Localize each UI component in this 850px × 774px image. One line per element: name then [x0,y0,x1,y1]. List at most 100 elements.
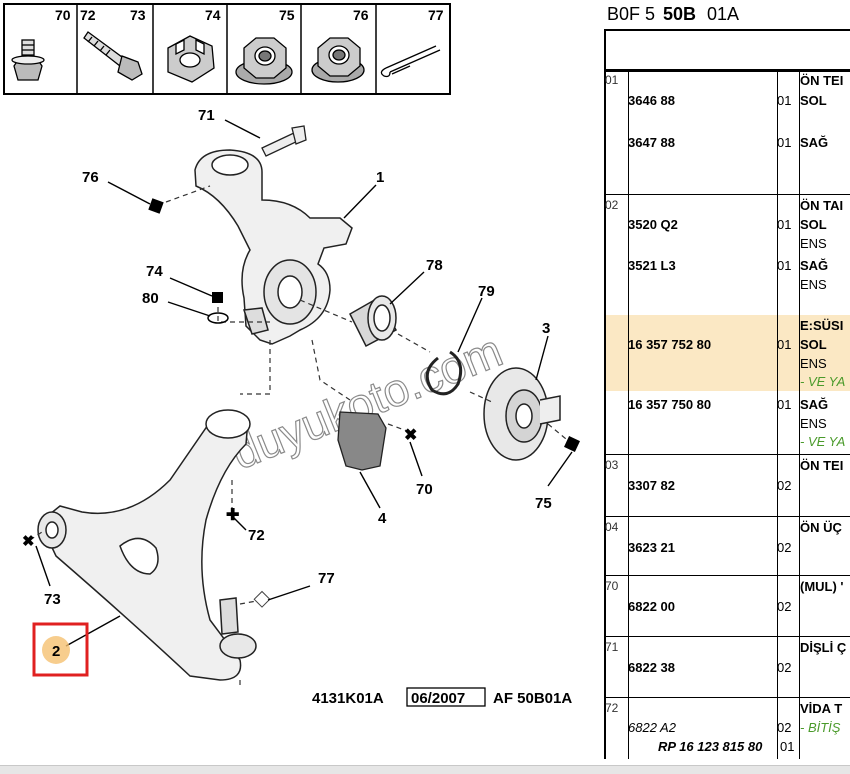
part-number[interactable]: 16 357 750 80 [628,397,712,412]
callout-74: 74 [146,263,163,280]
row-num: 70 [605,579,619,593]
diagram-ref: 4131K01A [312,690,384,707]
bolt-70-marker: ✖ [404,427,417,444]
panel-header: B0F 5 50B 01A [607,0,850,30]
part-number[interactable]: 6822 00 [628,599,675,614]
row-qty: 01 [777,93,792,108]
row-qty: 02 [777,540,792,555]
part-number[interactable]: 3520 Q2 [628,217,678,232]
row-desc: - VE YA [800,374,846,389]
row-desc: SAĞ [800,258,829,273]
row-qty: 02 [777,478,792,493]
part-number[interactable]: 6822 A2 [628,720,676,735]
row-desc: ENS [800,277,827,292]
column-header-box [604,29,850,72]
row-qty: 01 [777,337,792,352]
thumb-label-70: 70 [55,7,71,23]
row-desc: ENS [800,356,827,371]
part-number[interactable]: 6822 38 [628,660,675,675]
part-number[interactable]: 3521 L3 [628,258,676,273]
diagram-date: 06/2007 [411,690,465,707]
wheel-bearing [349,295,398,348]
bolt-73-marker: ✖ [22,533,35,550]
callout-77: 77 [318,570,335,587]
row-desc: ÖN TEI [800,458,844,473]
thumb-label-76: 76 [353,7,369,23]
callout-72: 72 [248,527,265,544]
row-qty: 01 [777,217,792,232]
row-desc: ENS [800,416,827,431]
row-desc: DİŞLİ Ç [800,640,847,655]
row-desc: SOL [800,93,827,108]
callout-1: 1 [376,169,384,186]
part-number[interactable]: 3623 21 [628,540,675,555]
row-desc: ÖN TAI [800,198,844,213]
row-qty: 02 [777,599,792,614]
row-desc: (MUL) ' [800,579,844,594]
cotter-pin-77-icon [380,45,441,78]
castle-nut-74-icon [167,35,215,83]
group-divider-70 [604,575,850,576]
dust-shield [337,411,387,471]
callout-2: 2 [52,643,60,660]
row-num: 01 [605,73,619,87]
nut-74-marker [212,292,223,303]
part-number[interactable]: RP 16 123 815 80 [658,739,763,754]
locknut-76-icon [311,37,365,83]
steering-knuckle [194,149,353,345]
row-num: 03 [605,458,619,472]
leader-lines [35,119,573,647]
wheel-hub [483,367,561,461]
part-number[interactable]: 16 357 752 80 [628,337,712,352]
group-divider-02 [604,194,850,195]
row-desc: ÖN TEI [800,73,844,88]
callout-76: 76 [82,169,99,186]
callout-75: 75 [535,495,552,512]
col-line-left [604,69,606,759]
row-desc: VİDA T [800,701,843,716]
flange-nut-75-icon [235,37,293,85]
part-number[interactable]: 3647 88 [628,135,675,150]
assembly-lines [29,185,573,688]
bolt-71 [261,125,307,157]
parts-list-panel: B0F 5 50B 01A 01 ÖN TEI 3646 88 01 SOL 3… [600,0,850,773]
parts-exploded-diagram: 70 72 73 74 75 76 77 [3,3,580,707]
thumb-label-75: 75 [279,7,295,23]
col-line-qty-b [799,69,800,759]
part-2-highlight[interactable]: 2 [32,622,89,677]
row-qty: 01 [777,135,792,150]
row-desc: ÖN ÜÇ [800,520,842,535]
group-divider-72 [604,697,850,698]
nut-75-marker [564,436,580,452]
row-desc: SAĞ [800,397,829,412]
callout-4: 4 [378,510,387,527]
row-desc: SOL [800,337,827,352]
row-desc: - VE YA [800,434,846,449]
row-qty: 02 [777,660,792,675]
callout-78: 78 [426,257,443,274]
nut-76-marker [148,198,164,214]
row-desc: E:SÜSI [800,318,844,333]
group-divider-71 [604,636,850,637]
row-desc: SOL [800,217,827,232]
lower-control-arm [37,409,257,681]
col-line-qty-a [777,69,778,759]
bottom-scrollbar[interactable] [0,765,850,774]
row-qty: 02 [777,720,792,735]
thumb-label-73: 73 [130,7,146,23]
part-number[interactable]: 3646 88 [628,93,675,108]
washer-80-marker [207,312,229,324]
group-divider-03 [604,454,850,455]
row-num: 04 [605,520,619,534]
row-num: 71 [605,640,619,654]
row-qty: 01 [777,397,792,412]
bolt-70-icon [11,39,45,81]
group-divider-01 [604,69,850,70]
thumb-label-72: 72 [80,7,96,23]
part-number[interactable]: 3307 82 [628,478,675,493]
group-divider-04 [604,516,850,517]
callout-79: 79 [478,283,495,300]
header-part3: 01A [707,4,740,24]
fastener-thumbnail-strip: 70 72 73 74 75 76 77 [3,3,451,95]
pin-77-marker [253,590,271,608]
